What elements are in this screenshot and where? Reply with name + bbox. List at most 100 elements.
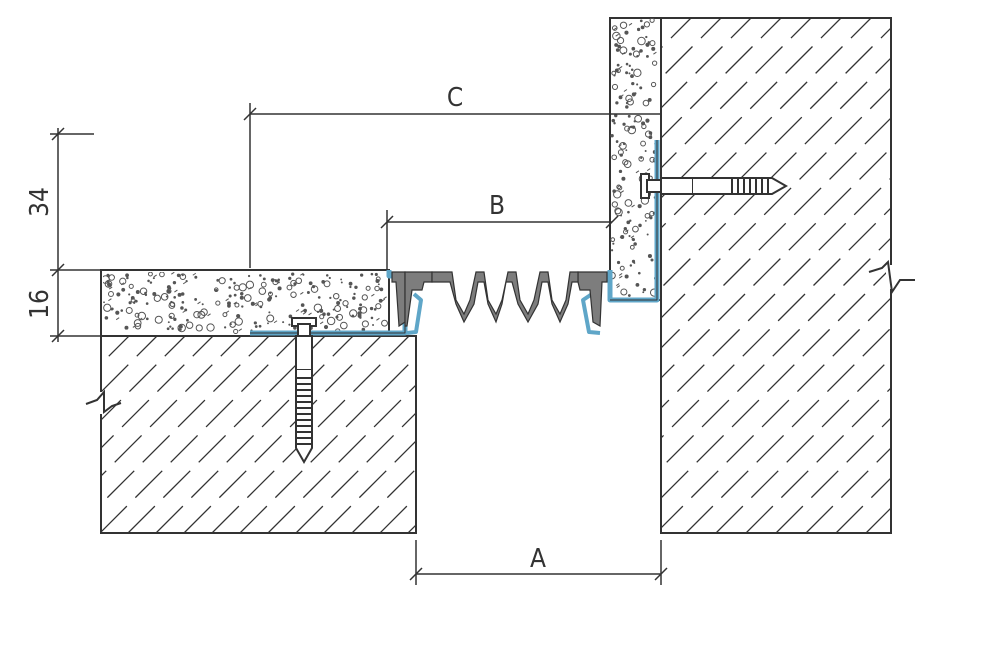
aggregate-speck (642, 291, 645, 294)
dimension-c-label: C (447, 83, 463, 113)
aggregate-speck (622, 122, 626, 126)
hatch-line (101, 336, 298, 533)
aggregate-speck (181, 274, 184, 277)
aggregate-speck (181, 300, 185, 304)
aggregate-speck (323, 324, 329, 330)
aggregate-speck (623, 226, 627, 231)
hatch-line (685, 327, 891, 533)
aggregate-speck (247, 274, 251, 278)
aggregate-speck (625, 229, 629, 233)
aggregate-speck (108, 286, 113, 290)
aggregate-speck (137, 311, 147, 321)
aggregate-speck (373, 308, 377, 311)
aggregate-speck (628, 52, 632, 56)
aggregate-speck (254, 325, 258, 328)
aggregate-speck (300, 272, 304, 276)
aggregate-speck (613, 122, 616, 125)
aggregate-speck (228, 286, 231, 289)
aggregate-speck (278, 287, 281, 290)
aggregate-speck (223, 326, 227, 329)
aggregate-speck (349, 309, 358, 318)
aggregate-speck (630, 68, 634, 72)
hatch-line (183, 336, 382, 533)
aggregate-speck (625, 101, 629, 105)
aggregate-speck (639, 86, 643, 90)
aggregate-speck (165, 295, 169, 298)
aggregate-speck (120, 282, 125, 286)
aggregate-speck (193, 310, 201, 319)
aggregate-speck (104, 316, 109, 320)
aggregate-speck (178, 324, 183, 329)
aggregate-speck (282, 321, 285, 324)
aggregate-speck (306, 291, 310, 295)
aggregate-speck (361, 320, 369, 328)
aggregate-speck (619, 275, 623, 279)
aggregate-speck (286, 284, 293, 291)
aggregate-speck (640, 156, 643, 160)
aggregate-speck (620, 234, 625, 240)
aggregate-speck (359, 316, 362, 319)
aggregate-speck (618, 169, 623, 174)
aggregate-speck (621, 176, 626, 181)
aggregate-speck (645, 35, 648, 39)
aggregate-speck (379, 287, 384, 292)
aggregate-speck (333, 292, 340, 300)
aggregate-speck (614, 207, 622, 215)
aggregate-speck (300, 303, 305, 307)
aggregate-speck (381, 298, 386, 302)
hatch-line (464, 336, 661, 533)
aggregate-speck (637, 204, 642, 209)
aggregate-speck (179, 328, 182, 331)
aggregate-speck (168, 312, 175, 319)
hatch-line (661, 117, 891, 349)
aggregate-speck (629, 244, 635, 250)
hatch-line (986, 18, 1000, 533)
aggregate-speck (616, 63, 620, 67)
aggregate-speck (651, 46, 656, 51)
aggregate-speck (346, 305, 349, 309)
aggregate-speck (372, 323, 375, 326)
aggregate-speck (293, 282, 297, 286)
aggregate-speck (644, 150, 647, 153)
aggregate-speck (618, 144, 622, 147)
hatch-line (436, 336, 633, 533)
aggregate-speck (295, 309, 300, 312)
aggregate-speck (339, 298, 342, 302)
aggregate-speck (638, 223, 642, 228)
aggregate-speck (630, 235, 635, 239)
left-screed-layer (100, 269, 390, 337)
aggregate-speck (152, 291, 157, 296)
aggregate-speck (328, 276, 331, 280)
hatch-line (101, 336, 270, 505)
aggregate-speck (233, 293, 237, 297)
aggregate-speck (374, 272, 378, 277)
aggregate-speck (238, 283, 247, 292)
aggregate-speck (300, 291, 304, 295)
aggregate-speck (166, 289, 171, 294)
aggregate-speck (649, 18, 655, 23)
aggregate-speck (611, 118, 616, 123)
aggregate-speck (319, 314, 325, 320)
hatch-line (661, 18, 842, 199)
hatch-line (745, 387, 891, 533)
floor-anchor-bolt (291, 317, 317, 465)
aggregate-speck (646, 233, 649, 236)
aggregate-speck (259, 274, 262, 277)
aggregate-speck (647, 253, 652, 259)
hatch-line (661, 147, 891, 379)
aggregate-speck (619, 265, 625, 271)
aggregate-speck (236, 313, 241, 319)
aggregate-speck (167, 321, 170, 324)
aggregate-speck (650, 258, 654, 262)
aggregate-speck (225, 310, 230, 314)
aggregate-speck (317, 296, 321, 299)
aggregate-speck (616, 184, 622, 190)
aggregate-speck (371, 293, 375, 297)
aggregate-speck (130, 297, 136, 303)
aggregate-speck (610, 249, 614, 252)
aggregate-speck (629, 264, 633, 267)
aggregate-speck (645, 42, 650, 47)
aggregate-speck (647, 97, 652, 102)
aggregate-speck (336, 313, 344, 321)
aggregate-speck (627, 125, 637, 135)
